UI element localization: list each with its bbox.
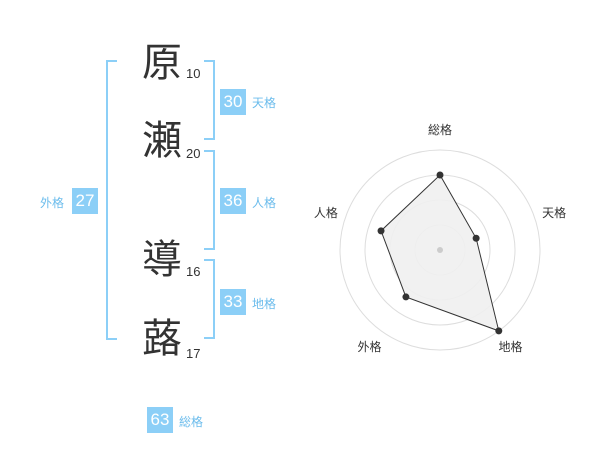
radar-axis-label-5: 人格 [314, 205, 338, 220]
stroke-count-3: 16 [186, 264, 201, 279]
tenkaku-bracket [204, 60, 215, 140]
soukaku-value: 63 [147, 407, 173, 433]
stroke-count-2: 20 [186, 146, 201, 161]
radar-point-4 [402, 293, 410, 301]
radar-axis-label-1: 総格 [428, 122, 452, 137]
radar-axis-label-2: 天格 [542, 205, 566, 220]
gaikaku-bracket [106, 60, 117, 340]
jinkaku-bracket [204, 150, 215, 250]
jinkaku-value: 36 [220, 188, 246, 214]
chikaku-label: 地格 [252, 297, 277, 311]
chikaku-value: 33 [220, 289, 246, 315]
tenkaku-value: 30 [220, 89, 246, 115]
radar-grid-ring [339, 149, 541, 351]
radar-axis-label-4: 外格 [357, 339, 381, 354]
name-char-1: 原 [142, 40, 182, 86]
jinkaku-label: 人格 [252, 196, 277, 210]
gaikaku-label: 外格 [40, 196, 65, 210]
stroke-count-1: 10 [186, 66, 201, 81]
radar-point-5 [377, 227, 385, 235]
soukaku-label: 総格 [179, 415, 204, 429]
stroke-count-4: 17 [186, 346, 201, 361]
name-char-4: 蕗 [142, 316, 182, 362]
radar-point-2 [472, 234, 480, 242]
radar-point-3 [495, 327, 503, 335]
radar-axis-label-3: 地格 [499, 339, 523, 354]
radar-point-1 [436, 171, 444, 179]
tenkaku-label: 天格 [252, 96, 277, 110]
radar-center-dot [437, 247, 443, 253]
name-char-3: 導 [142, 237, 182, 283]
chikaku-bracket [204, 259, 215, 339]
gaikaku-value: 27 [72, 188, 98, 214]
name-char-2: 瀬 [142, 118, 182, 164]
